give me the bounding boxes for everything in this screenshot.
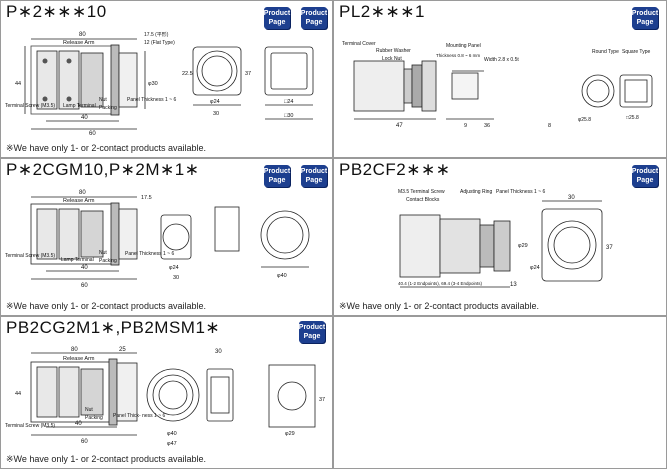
dim-37: 37 (319, 397, 325, 403)
product-page-button-2[interactable]: Product Page (301, 7, 327, 29)
label-contact-blocks: Contact Blocks (406, 197, 440, 203)
dimension-drawing: M3.5 Terminal Screw Contact Blocks Adjus… (398, 189, 613, 288)
dim-phi24: φ24 (169, 265, 179, 271)
dim-40: 40 (81, 265, 88, 271)
label-nut: Nut (99, 97, 107, 103)
dim-25: 25 (119, 347, 126, 353)
panel-p2-10: P∗2∗∗∗10 Product Page Product Page 80 Re… (0, 0, 333, 158)
panel-empty (333, 316, 667, 469)
label-terminal-screw: Terminal Screw (M3.5) (5, 253, 55, 259)
label-lamp-terminal: Lamp Terminal (61, 257, 94, 263)
panel-pl2-1: PL2∗∗∗1 Product Page Terminal Cover Rubb… (333, 0, 667, 158)
dim-44: 44 (15, 81, 21, 87)
label-mounting-panel: Mounting Panel (446, 43, 481, 49)
dim-phi24: φ24 (210, 99, 220, 105)
label-flat-type: 12 (Flat Type) (144, 40, 175, 46)
dim-30: 30 (213, 111, 219, 117)
label-panel-thickness: Panel Thickness 1 ~ 6 (127, 97, 176, 103)
dimension-drawing: 80 Release Arm 17.5 Terminal Screw (M3.5… (5, 190, 310, 289)
label-packing: Packing (85, 415, 103, 421)
panel-title: PB2CG2M1∗,PB2MSM1∗ (6, 318, 221, 337)
panel-pb2cf2: PB2CF2∗∗∗ Product Page M3.5 Terminal Scr… (333, 158, 667, 316)
label-thickness: Thickness 0.8 ~ 6 mm (436, 53, 480, 58)
panel-title: PL2∗∗∗1 (339, 2, 425, 21)
dim-phi258: φ25.8 (578, 117, 591, 123)
panel-p2cgm10: P∗2CGM10,P∗2M∗1∗ Product Page Product Pa… (0, 158, 333, 316)
label-lock-nut: Lock Nut (382, 56, 402, 62)
dim-8: 8 (548, 123, 551, 129)
dim-40: 40 (75, 421, 82, 427)
label-packing: Packing (99, 105, 117, 111)
dim-sq258: □25.8 (626, 115, 639, 121)
dim-60: 60 (81, 283, 88, 289)
dim-sq30: □30 (284, 113, 293, 119)
contact-note: ※We have only 1- or 2-contact products a… (6, 301, 206, 311)
dim-phi47: φ47 (167, 441, 177, 447)
label-round-type: Round Type (592, 49, 619, 55)
dim-80: 80 (79, 32, 86, 38)
dim-225: 22.5 (182, 71, 193, 77)
dimension-drawing: Terminal Cover Rubber Washer Lock Nut Mo… (342, 41, 653, 129)
product-page-button[interactable]: Product Page (632, 165, 658, 187)
label-packing: Packing (99, 258, 117, 264)
dim-175: 17.5 (141, 195, 152, 201)
label-175: 17.5 (平形) (144, 31, 169, 38)
label-nut: Nut (99, 250, 107, 256)
label-terminal-screw: Terminal Screw (M3.5) (5, 423, 55, 429)
dim-phi24: φ24 (530, 265, 540, 271)
dim-80: 80 (71, 347, 78, 353)
dim-47: 47 (396, 123, 403, 129)
dim-phi29: φ29 (518, 243, 528, 249)
dimension-drawing: 80 Release Arm 25 44 Terminal Screw (M3.… (5, 347, 325, 447)
dim-30: 30 (215, 349, 222, 355)
label-endpoints: 40.4 (1-2 Endpoints), 69.4 (3-4 Endpoint… (398, 281, 483, 286)
contact-note: ※We have only 1- or 2-contact products a… (6, 143, 206, 153)
dimension-drawing: 80 Release Arm 17.5 (平形) 12 (Flat Type) … (5, 31, 314, 137)
label-nut: Nut (85, 407, 93, 413)
label-lamp-terminal: Lamp Terminal (63, 103, 96, 109)
panel-pb2cg2m1: PB2CG2M1∗,PB2MSM1∗ Product Page 80 Relea… (0, 316, 333, 469)
product-page-button[interactable]: Product Page (632, 7, 658, 29)
panel-title: PB2CF2∗∗∗ (339, 160, 451, 179)
label-terminal-cover: Terminal Cover (342, 41, 376, 47)
dim-36: 36 (484, 123, 490, 129)
label-release-arm: Release Arm (63, 40, 95, 46)
label-panel-thickness: Panel Thickness 1 ~ 6 (496, 189, 545, 195)
label-panel-thickness: Panel Thickness 1 ~ 6 (125, 251, 174, 257)
contact-note: ※We have only 1- or 2-contact products a… (339, 301, 539, 311)
dim-phi40: φ40 (167, 431, 177, 437)
contact-note: ※We have only 1- or 2-contact products a… (6, 454, 206, 464)
dim-60: 60 (81, 439, 88, 445)
label-square-type: Square Type (622, 49, 650, 55)
dim-sq24: □24 (284, 99, 293, 105)
label-terminal-screw: Terminal Screw (M3.5) (5, 103, 55, 109)
dim-30: 30 (568, 195, 575, 201)
dim-phi40: φ40 (277, 273, 287, 279)
dim-30: 30 (173, 275, 179, 281)
dim-80: 80 (79, 190, 86, 196)
label-width: Width 2.8 x 0.5t (484, 57, 519, 63)
product-page-button-1[interactable]: Product Page (264, 7, 290, 29)
label-m35: M3.5 Terminal Screw (398, 189, 445, 195)
dim-37: 37 (606, 245, 613, 251)
label-release-arm: Release Arm (63, 356, 95, 362)
dim-phi30: φ30 (148, 81, 158, 87)
dim-60: 60 (89, 131, 96, 137)
product-page-button[interactable]: Product Page (299, 321, 325, 343)
label-rubber-washer: Rubber Washer (376, 48, 411, 54)
dim-9: 9 (464, 123, 467, 129)
panel-title: P∗2∗∗∗10 (6, 2, 107, 21)
dim-13: 13 (510, 282, 517, 288)
dim-37: 37 (245, 71, 251, 77)
label-release-arm: Release Arm (63, 198, 95, 204)
label-adjusting-ring: Adjusting Ring (460, 189, 492, 195)
label-panel-thickness: Panel Thick- ness 1 ~ 6 (113, 413, 166, 419)
product-page-button-2[interactable]: Product Page (301, 165, 327, 187)
panel-title: P∗2CGM10,P∗2M∗1∗ (6, 160, 200, 179)
dim-phi29: φ29 (285, 431, 295, 437)
dim-40: 40 (81, 115, 88, 121)
product-page-button-1[interactable]: Product Page (264, 165, 290, 187)
dim-44: 44 (15, 391, 21, 397)
